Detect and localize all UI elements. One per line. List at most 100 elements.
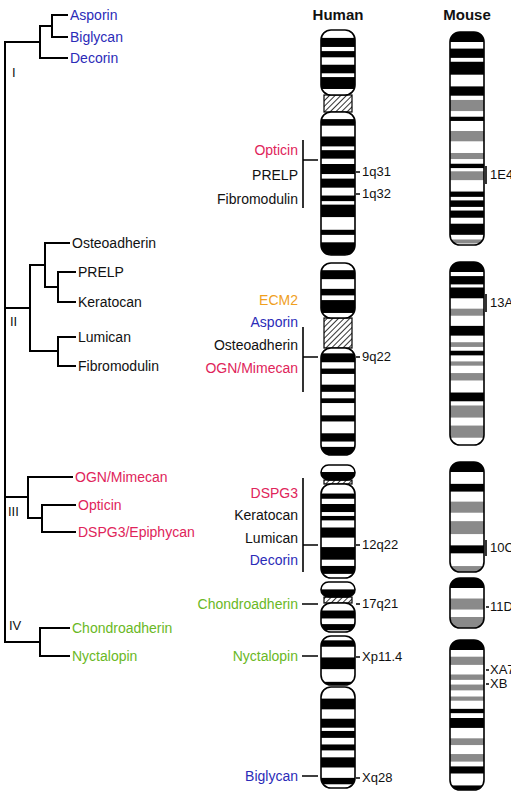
arm-fill [321, 687, 355, 788]
arm-fill [321, 112, 355, 255]
clade-numeral: II [10, 314, 17, 330]
cytoband-label: 13A5 [490, 295, 511, 311]
chromosome-band [321, 657, 355, 669]
chromosome-band [321, 624, 355, 630]
human-chromosome [321, 30, 355, 255]
chromosome-band [450, 200, 484, 207]
chromosome-outline [321, 348, 355, 455]
cytoband-label: 11D [490, 599, 511, 615]
chromosome-band [450, 718, 484, 728]
chromosome-band [321, 270, 355, 279]
chromosome-band [450, 405, 484, 417]
chromosome-arm [321, 112, 355, 255]
chromosome-band [450, 49, 484, 58]
chromosome-band [321, 77, 355, 89]
chromosome-band [450, 599, 484, 610]
cytoband-label: Xp11.4 [362, 649, 402, 665]
chromosome-band [450, 484, 484, 492]
cytoband-label: 1q32 [362, 186, 391, 202]
chromosome-band [450, 62, 484, 75]
arm-fill [321, 484, 355, 578]
human-chromosome [321, 465, 355, 578]
mouse-chromosome [450, 462, 484, 572]
chromosome-band [450, 657, 484, 665]
tree-clade [5, 243, 75, 366]
chromosome-band [321, 65, 355, 74]
human-chromosome [321, 636, 355, 788]
clade-numeral: I [12, 65, 16, 81]
gene-name: OGN/Mimecan [205, 360, 298, 376]
arm-fill [450, 462, 484, 572]
chromosome-arm [450, 578, 484, 628]
chromosome-band [321, 640, 355, 646]
arm-fill [450, 262, 484, 445]
chromosome-band [450, 342, 484, 347]
chromosome-band [450, 309, 484, 316]
chromosome-band [450, 373, 484, 380]
chromosome-band [321, 415, 355, 421]
tree-clade [5, 477, 75, 532]
chromosome-band [450, 211, 484, 218]
chromosome-band [321, 778, 355, 784]
gene-name: OGN/Mimecan [75, 469, 168, 485]
chromosome-band [321, 504, 355, 512]
gene-bracket [303, 327, 318, 392]
chromosome-band [321, 385, 355, 392]
chromosome-band [450, 738, 484, 745]
chromosome-band [450, 351, 484, 356]
chromosome-band [321, 51, 355, 57]
chromosome-band [450, 545, 484, 553]
human-chromosome [321, 582, 355, 632]
chromosome-band [450, 326, 484, 336]
arm-fill [450, 32, 484, 245]
gene-name: Keratocan [78, 294, 142, 310]
chromosome-outline [321, 636, 355, 685]
arm-fill [321, 263, 355, 318]
mouse-chromosome [450, 262, 484, 445]
gene-name: Nyctalopin [72, 648, 137, 664]
chromosome-band [450, 685, 484, 691]
chromosome-arm [321, 687, 355, 788]
chromosome-band [450, 754, 484, 762]
chromosome-band [450, 287, 484, 298]
phylogenetic-tree [5, 15, 75, 656]
cytoband-label: XA7 [490, 662, 511, 678]
mouse-chromosome [450, 32, 484, 245]
gene-name: Biglycan [70, 29, 123, 45]
chromosome-band [321, 38, 355, 47]
chromosome-band [321, 433, 355, 441]
chromosome-arm [321, 603, 355, 632]
gene-name: PRELP [252, 167, 298, 183]
chromosome-band [450, 697, 484, 701]
gene-name: DSPG3 [251, 485, 298, 501]
chromosome-band [450, 86, 484, 95]
chromosome-band [321, 398, 355, 403]
cytoband-label: 17q21 [362, 596, 398, 612]
chromosome-band [450, 361, 484, 365]
gene-name: Biglycan [245, 768, 298, 784]
chromosome-band [450, 117, 484, 121]
chromosome-ideograms [321, 30, 484, 790]
chromosome-band [450, 100, 484, 111]
column-heading: Mouse [443, 7, 491, 23]
chromosome-band [321, 731, 355, 738]
chromosome-band [450, 131, 484, 141]
cytoband-label: XB [490, 676, 507, 692]
mouse-chromosome [450, 578, 484, 628]
chromosome-band [450, 766, 484, 773]
gene-name: Osteoadherin [214, 337, 298, 353]
chromosome-band [321, 289, 355, 296]
arm-fill [321, 582, 355, 597]
chromosome-band [321, 136, 355, 146]
chromosome-band [450, 153, 484, 159]
gene-name: Opticin [254, 142, 298, 158]
chromosome-band [321, 516, 355, 520]
gene-name: ECM2 [259, 292, 298, 308]
chromosome-band [321, 719, 355, 728]
chromosome-band [450, 171, 484, 180]
tree-clade [5, 15, 67, 58]
chromosome-band [321, 494, 355, 499]
chromosome-band [450, 674, 484, 679]
chromosome-band [450, 393, 484, 402]
